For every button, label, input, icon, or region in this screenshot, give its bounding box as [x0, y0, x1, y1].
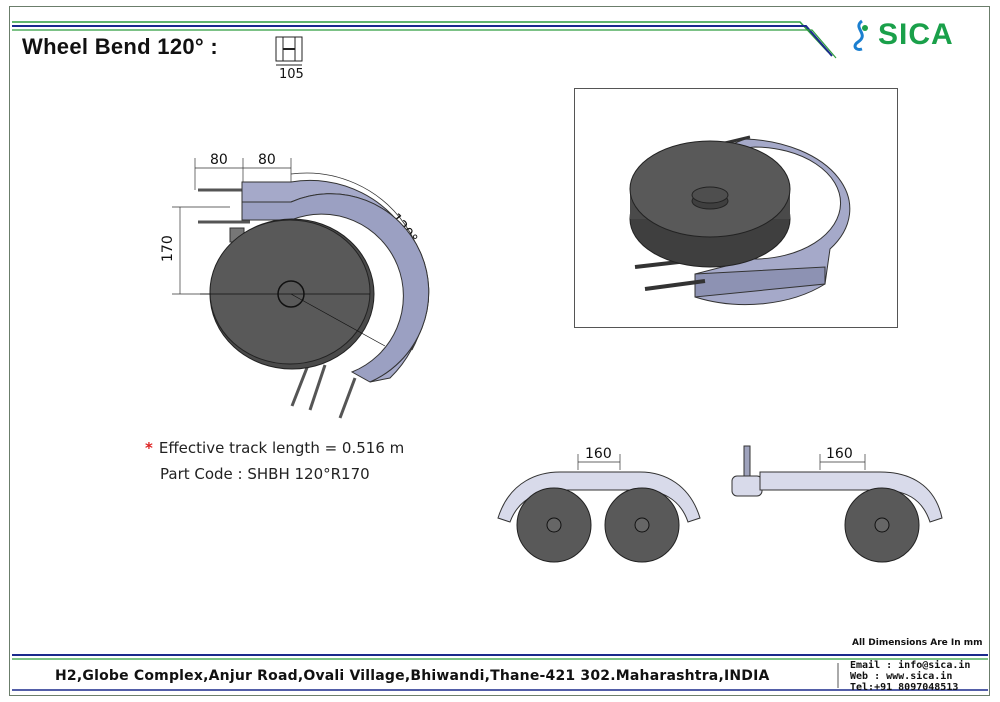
page-frame — [9, 6, 990, 696]
front-view-drawing: 160 — [497, 446, 701, 563]
profile-section-icon — [275, 36, 303, 66]
contact-email[interactable]: Email : info@sica.in — [850, 660, 971, 671]
dim-front-view: 160 — [585, 446, 612, 462]
isometric-view-frame — [574, 88, 898, 328]
company-address: H2,Globe Complex,Anjur Road,Ovali Villag… — [55, 668, 770, 684]
track-length-text: Effective track length = 0.516 m — [158, 439, 405, 457]
dim-side: 170 — [160, 235, 176, 262]
sica-logo-icon — [853, 19, 868, 51]
top-view-drawing: 80 80 170 120° — [160, 152, 430, 419]
track-length-note: * Effective track length = 0.516 m — [145, 439, 404, 457]
dimensions-note: All Dimensions Are In mm — [852, 638, 983, 648]
part-code-text: Part Code : SHBH 120°R170 — [160, 465, 370, 483]
page-title: Wheel Bend 120° : — [22, 34, 219, 59]
dim-side-view: 160 — [826, 446, 853, 462]
asterisk-mark: * — [145, 439, 153, 457]
dim-top-left: 80 — [210, 152, 228, 168]
dim-top-right: 80 — [258, 152, 276, 168]
contact-block: Email : info@sica.in Web : www.sica.in T… — [850, 660, 970, 693]
contact-tel: Tel:+91 8097048513 — [850, 682, 959, 693]
profile-width-label: 105 — [279, 67, 304, 82]
contact-web[interactable]: Web : www.sica.in — [850, 671, 953, 682]
sica-logo: SICA — [848, 18, 954, 52]
logo-text: SICA — [878, 18, 954, 51]
side-view-drawing: 160 — [731, 445, 943, 563]
isometric-view — [629, 135, 851, 306]
